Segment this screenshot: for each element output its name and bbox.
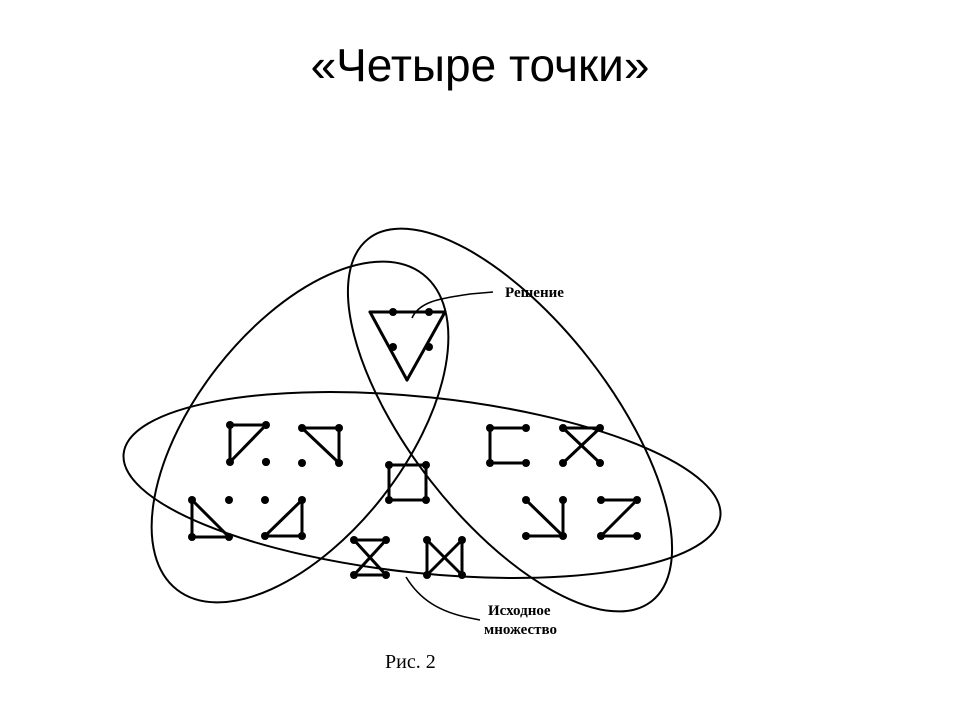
left-diagonal-loop: [150, 260, 450, 604]
figure-center-square: [385, 461, 430, 504]
solution-triangle-figure: [368, 308, 447, 382]
figure-left-bottom-2: [261, 496, 306, 540]
initial-set-label-line2: множество: [484, 622, 557, 638]
initial-set-label-line1: Исходное: [488, 603, 551, 619]
figure-right-bottom-z: [597, 496, 641, 540]
venn-loops: [122, 227, 722, 613]
figure-caption: Рис. 2: [385, 651, 436, 673]
figure-left-top-2: [298, 424, 343, 467]
solution-leader-line: [411, 291, 494, 319]
figure-right-top-cross: [559, 424, 604, 467]
loose-points: [262, 458, 270, 466]
right-diagonal-loop: [346, 227, 674, 613]
initial-set-leader-line: [405, 576, 481, 621]
figure-bottom-bowtie: [423, 536, 466, 579]
slide-title: «Четыре точки»: [310, 39, 650, 91]
figure-left-bottom-1: [188, 496, 233, 541]
horizontal-loop: [122, 391, 722, 579]
figure-right-bottom-1: [522, 496, 567, 540]
figure-bottom-hourglass: [350, 536, 390, 579]
figure-right-top-bracket: [486, 424, 530, 467]
solution-label: Решение: [505, 285, 564, 301]
